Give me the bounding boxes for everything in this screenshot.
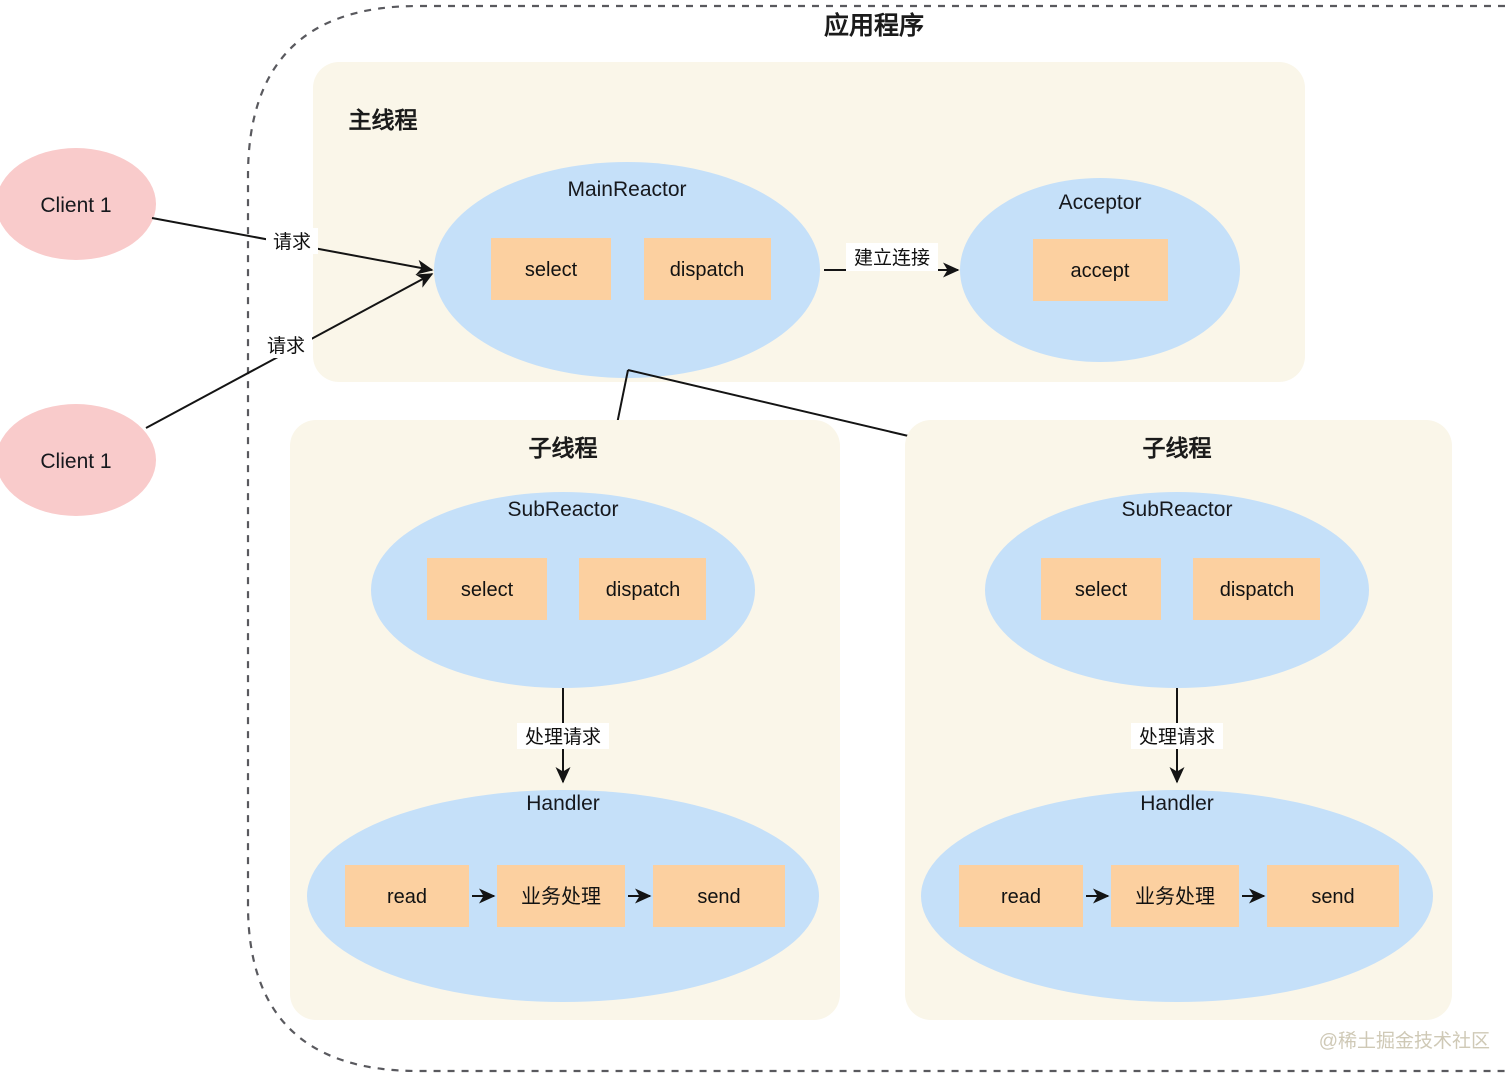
handler-left-read-label: read xyxy=(387,886,427,908)
handler-right-process-box[interactable] xyxy=(1111,865,1239,927)
sub-reactor-right-select-box[interactable] xyxy=(1041,558,1161,620)
sub-reactor-left-dispatch-label: dispatch xyxy=(606,579,681,601)
main-reactor-dispatch-label: dispatch xyxy=(670,259,745,281)
edge-handle-request-left-label-bg xyxy=(517,723,609,749)
handler-left-send-label: send xyxy=(697,886,740,908)
edge-handle-request-right-label: 处理请求 xyxy=(1139,726,1215,748)
handler-left-process-label: 业务处理 xyxy=(521,885,601,908)
edge-handle-request-right-label-bg xyxy=(1131,723,1223,749)
main-reactor-select-box[interactable] xyxy=(491,238,611,300)
sub-reactor-right-select-label: select xyxy=(1075,579,1128,601)
edge-establish-connection-label-bg xyxy=(846,243,938,271)
main-thread-label: 主线程 xyxy=(349,107,418,133)
acceptor-label: Acceptor xyxy=(1059,191,1142,214)
page-title: 应用程序 xyxy=(824,11,924,40)
sub-reactor-left-label: SubReactor xyxy=(508,498,619,521)
handler-right-read-box[interactable] xyxy=(959,865,1083,927)
handler-left-send-box[interactable] xyxy=(653,865,785,927)
main-reactor-node[interactable] xyxy=(434,162,820,378)
application-boundary xyxy=(246,4,1505,1073)
edge-client2-request-label: 请求 xyxy=(267,335,305,357)
client-node-2-label: Client 1 xyxy=(40,450,111,473)
handler-right-label: Handler xyxy=(1140,792,1214,815)
sub-reactor-right-node[interactable] xyxy=(985,492,1369,688)
sub-reactor-right-label: SubReactor xyxy=(1122,498,1233,521)
main-reactor-label: MainReactor xyxy=(567,178,686,201)
main-reactor-select-label: select xyxy=(525,259,578,281)
handler-left-process-box[interactable] xyxy=(497,865,625,927)
sub-reactor-left-select-label: select xyxy=(461,579,514,601)
sub-reactor-left-select-box[interactable] xyxy=(427,558,547,620)
client-node-1[interactable] xyxy=(0,148,156,260)
edge-client2-request-label-bg xyxy=(260,332,312,358)
handler-left-label: Handler xyxy=(526,792,600,815)
sub-reactor-left-dispatch-box[interactable] xyxy=(579,558,706,620)
handler-right-read-label: read xyxy=(1001,886,1041,908)
client-node-2[interactable] xyxy=(0,404,156,516)
watermark: @稀土掘金技术社区 xyxy=(1319,1030,1490,1052)
edge-handle-request-left-label: 处理请求 xyxy=(525,726,601,748)
sub-thread-right-label: 子线程 xyxy=(1143,435,1212,461)
client-node-1-label: Client 1 xyxy=(40,194,111,217)
edge-establish-connection-label: 建立连接 xyxy=(854,247,930,269)
sub-reactor-right-dispatch-label: dispatch xyxy=(1220,579,1295,601)
sub-reactor-right-dispatch-box[interactable] xyxy=(1193,558,1320,620)
acceptor-accept-box[interactable] xyxy=(1033,239,1168,301)
handler-right-process-label: 业务处理 xyxy=(1135,885,1215,908)
handler-right-send-box[interactable] xyxy=(1267,865,1399,927)
handler-left-read-box[interactable] xyxy=(345,865,469,927)
sub-thread-left-label: 子线程 xyxy=(529,435,598,461)
acceptor-accept-label: accept xyxy=(1071,260,1130,282)
handler-right-send-label: send xyxy=(1311,886,1354,908)
edge-client1-request-label-bg xyxy=(266,228,318,254)
main-reactor-dispatch-box[interactable] xyxy=(644,238,771,300)
sub-reactor-left-node[interactable] xyxy=(371,492,755,688)
edge-client1-request-label: 请求 xyxy=(273,231,311,253)
